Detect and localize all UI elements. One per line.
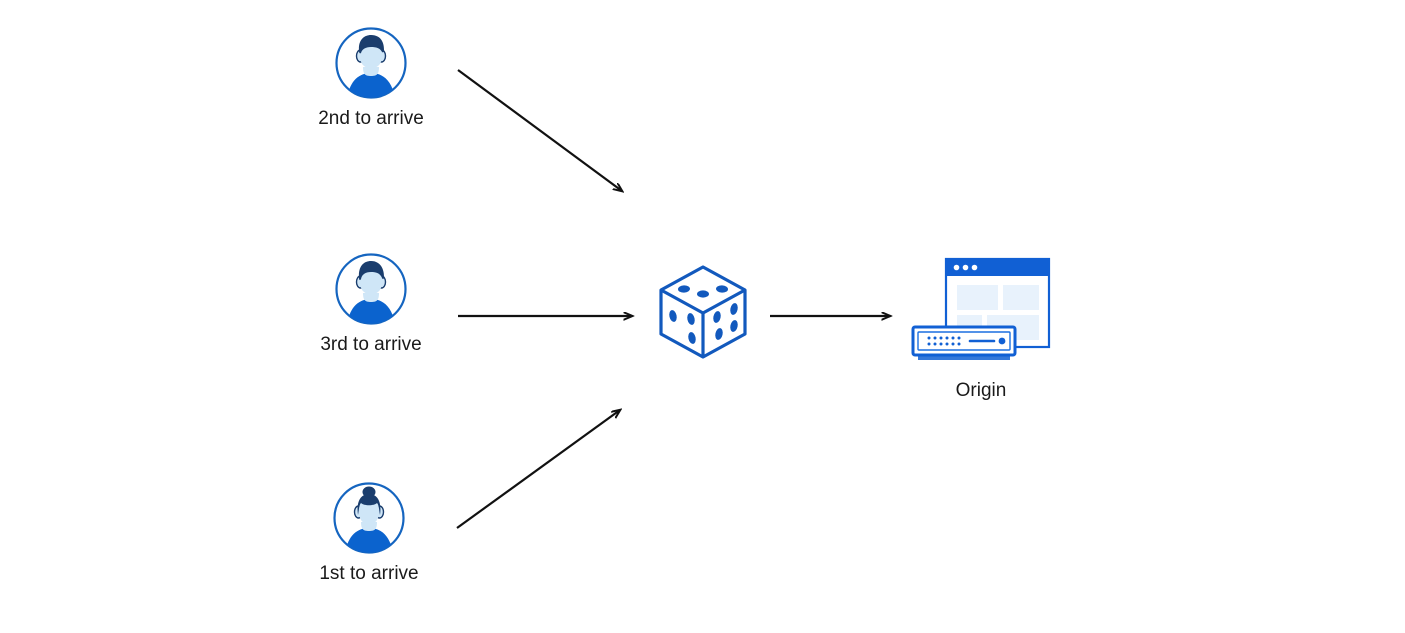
- arrow-first-to-dice: [456, 410, 620, 529]
- node-randomizer[interactable]: [648, 262, 758, 362]
- node-visitor-second[interactable]: 2nd to arrive: [291, 26, 451, 131]
- node-label: 2nd to arrive: [318, 108, 424, 129]
- origin-server-icon: [906, 255, 1056, 370]
- node-label: Origin: [955, 380, 1007, 401]
- router-shape: [911, 325, 1017, 360]
- node-visitor-third[interactable]: 3rd to arrive: [291, 252, 451, 357]
- user-avatar-icon: [332, 481, 406, 555]
- node-label: 1st to arrive: [319, 563, 419, 584]
- node-visitor-first[interactable]: 1st to arrive: [289, 481, 449, 586]
- node-origin[interactable]: Origin: [886, 255, 1076, 403]
- arrow-second-to-dice: [457, 69, 622, 191]
- node-label: 3rd to arrive: [320, 334, 422, 355]
- user-avatar-icon: [334, 252, 408, 326]
- dice-icon: [655, 262, 751, 362]
- user-avatar-icon: [334, 26, 408, 100]
